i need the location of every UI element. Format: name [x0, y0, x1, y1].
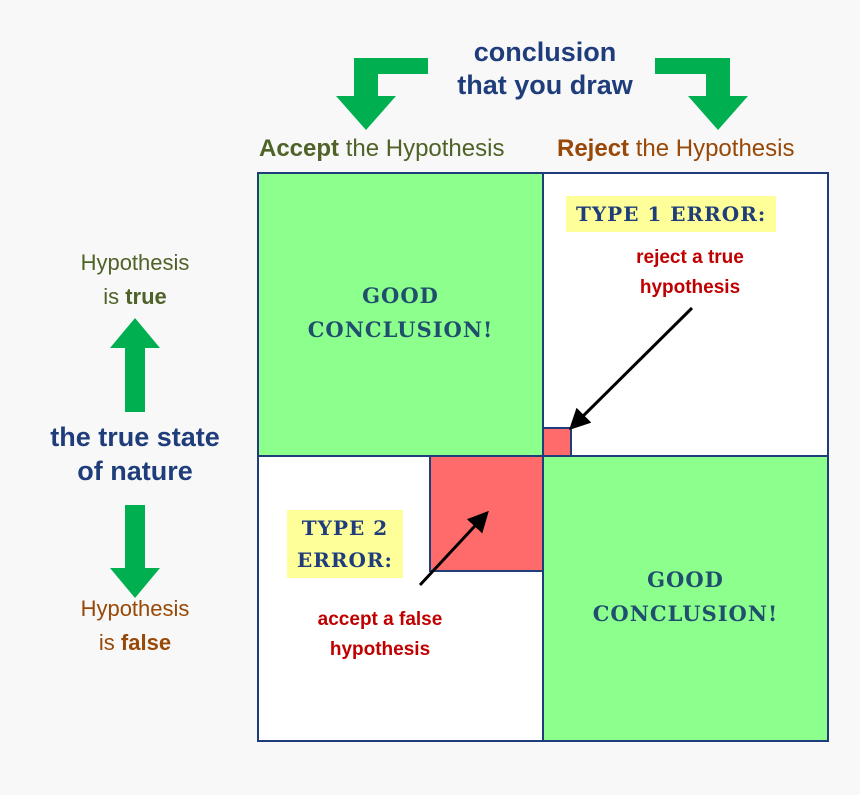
good-line1: GOOD	[647, 567, 724, 592]
good-conclusion-top-left: GOOD CONCLUSION!	[257, 279, 544, 347]
type1-pointer-arrow-icon	[569, 306, 694, 430]
type2-error-description: accept a false hypothesis	[280, 605, 480, 665]
cell-accept-true	[257, 172, 544, 457]
hypothesis-true-is: is	[103, 284, 126, 309]
type1-desc-line2: hypothesis	[639, 277, 741, 298]
type2-pointer-arrow-icon	[418, 510, 489, 587]
hypothesis-false-word: false	[120, 630, 172, 655]
true-state-of-nature-label: the true state of nature	[20, 420, 250, 488]
type2-desc-line1: accept a false	[317, 609, 443, 630]
nature-line2: of nature	[77, 456, 193, 486]
hypothesis-true-label: Hypothesis is true	[55, 246, 215, 314]
accept-elbow-arrow-icon	[336, 58, 428, 130]
good-line1: GOOD	[362, 283, 439, 308]
accept-bold: Accept	[259, 135, 340, 162]
conclusion-heading-line2: that you draw	[457, 70, 633, 100]
reject-column-heading: Reject the Hypothesis	[557, 135, 794, 163]
type1-error-region	[542, 427, 572, 457]
accept-rest: the Hypothesis	[339, 135, 505, 162]
reject-bold: Reject	[557, 135, 630, 162]
good-line2: CONCLUSION!	[307, 317, 494, 342]
reject-rest: the Hypothesis	[629, 135, 795, 162]
conclusion-heading-line1: conclusion	[473, 37, 617, 67]
up-arrow-icon	[110, 318, 160, 412]
type1-error-description: reject a true hypothesis	[580, 243, 800, 303]
type1-desc-line1: reject a true	[636, 247, 744, 268]
hypothesis-false-is: is	[98, 630, 121, 655]
down-arrow-icon	[110, 505, 160, 598]
hypothesis-true-line2: is true	[55, 280, 215, 314]
type2-desc-line2: hypothesis	[329, 639, 431, 660]
nature-line1: the true state	[50, 422, 220, 452]
type1-error-title: TYPE 1 ERROR:	[566, 196, 777, 232]
hypothesis-false-label: Hypothesis is false	[55, 592, 215, 660]
conclusion-heading: conclusion that you draw	[380, 36, 710, 102]
type2-error-title: TYPE 2 ERROR:	[287, 510, 403, 578]
type2-title-line2: ERROR:	[297, 548, 393, 572]
cell-reject-false	[542, 455, 829, 742]
hypothesis-true-word: true	[125, 284, 167, 309]
hypothesis-false-line2: is false	[55, 626, 215, 660]
reject-elbow-arrow-icon	[655, 58, 748, 130]
good-line2: CONCLUSION!	[592, 601, 779, 626]
hypothesis-true-line1: Hypothesis	[80, 250, 190, 275]
type2-title-line1: TYPE 2	[301, 516, 389, 540]
hypothesis-false-line1: Hypothesis	[80, 596, 190, 621]
accept-column-heading: Accept the Hypothesis	[259, 135, 504, 163]
good-conclusion-bottom-right: GOOD CONCLUSION!	[542, 563, 829, 631]
